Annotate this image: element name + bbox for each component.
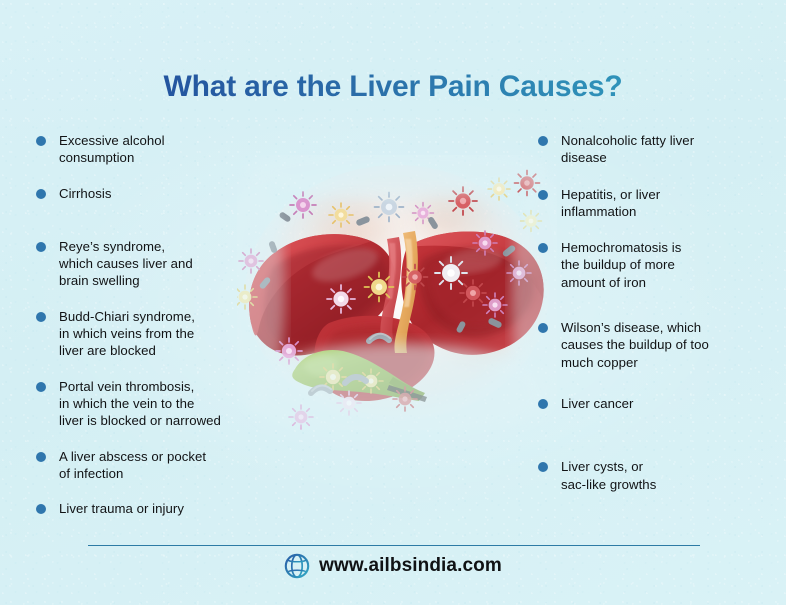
bullet-icon (36, 451, 46, 462)
list-item-label: Liver cancer (561, 395, 634, 411)
bullet-icon (538, 462, 548, 473)
list-item: Wilson’s disease, which causes the build… (538, 319, 753, 371)
list-item-label: Hepatitis, or liver inflammation (561, 186, 661, 219)
causes-list-right: Nonalcoholic fatty liver disease Hepatit… (538, 132, 753, 493)
list-item: Cirrhosis (36, 185, 281, 202)
list-item-label: Budd-Chiari syndrome, in which veins fro… (59, 308, 195, 359)
list-item-label: A liver abscess or pocket of infection (59, 448, 207, 481)
list-item-label: Nonalcoholic fatty liver disease (561, 133, 695, 166)
list-item-label: Cirrhosis (59, 185, 112, 201)
list-item: Portal vein thrombosis, in which the vei… (36, 378, 281, 430)
list-item-label: Excessive alcohol consumption (59, 133, 165, 166)
list-item: Hemochromatosis is the buildup of more a… (538, 239, 753, 291)
bullet-icon (538, 398, 548, 409)
list-item-label: Wilson’s disease, which causes the build… (561, 320, 709, 370)
footer-divider (88, 545, 700, 546)
list-item-label: Liver trauma or injury (59, 501, 184, 517)
list-item: Liver cancer (538, 395, 753, 412)
bullet-icon (36, 241, 46, 252)
list-item: Liver cysts, or sac-like growths (538, 458, 753, 493)
list-item-label: Portal vein thrombosis, in which the vei… (59, 378, 221, 429)
globe-icon (284, 553, 310, 579)
bullet-icon (36, 188, 46, 199)
list-item: Excessive alcohol consumption (36, 132, 281, 167)
bullet-icon (538, 189, 548, 200)
liver-anatomy-illustration (237, 155, 557, 430)
footer: www.ailbsindia.com (0, 553, 786, 579)
list-item: Reye’s syndrome, which causes liver and … (36, 238, 281, 290)
bullet-icon (538, 323, 548, 334)
list-item: Budd-Chiari syndrome, in which veins fro… (36, 308, 281, 360)
list-item-label: Liver cysts, or sac-like growths (561, 459, 657, 492)
bullet-icon (538, 136, 548, 146)
page-title: What are the Liver Pain Causes? (0, 68, 786, 106)
list-item: Liver trauma or injury (36, 500, 281, 517)
list-item-label: Hemochromatosis is the buildup of more a… (561, 240, 682, 290)
bullet-icon (538, 243, 548, 254)
list-item: A liver abscess or pocket of infection (36, 448, 281, 483)
causes-list-left: Excessive alcohol consumption Cirrhosis … (36, 132, 281, 517)
bullet-icon (36, 311, 46, 322)
bullet-icon (36, 136, 46, 146)
website-url[interactable]: www.ailbsindia.com (319, 555, 502, 576)
list-item-label: Reye’s syndrome, which causes liver and … (59, 238, 193, 289)
bullet-icon (36, 381, 46, 392)
bullet-icon (36, 504, 46, 515)
list-item: Nonalcoholic fatty liver disease (538, 132, 753, 167)
list-item: Hepatitis, or liver inflammation (538, 186, 753, 221)
